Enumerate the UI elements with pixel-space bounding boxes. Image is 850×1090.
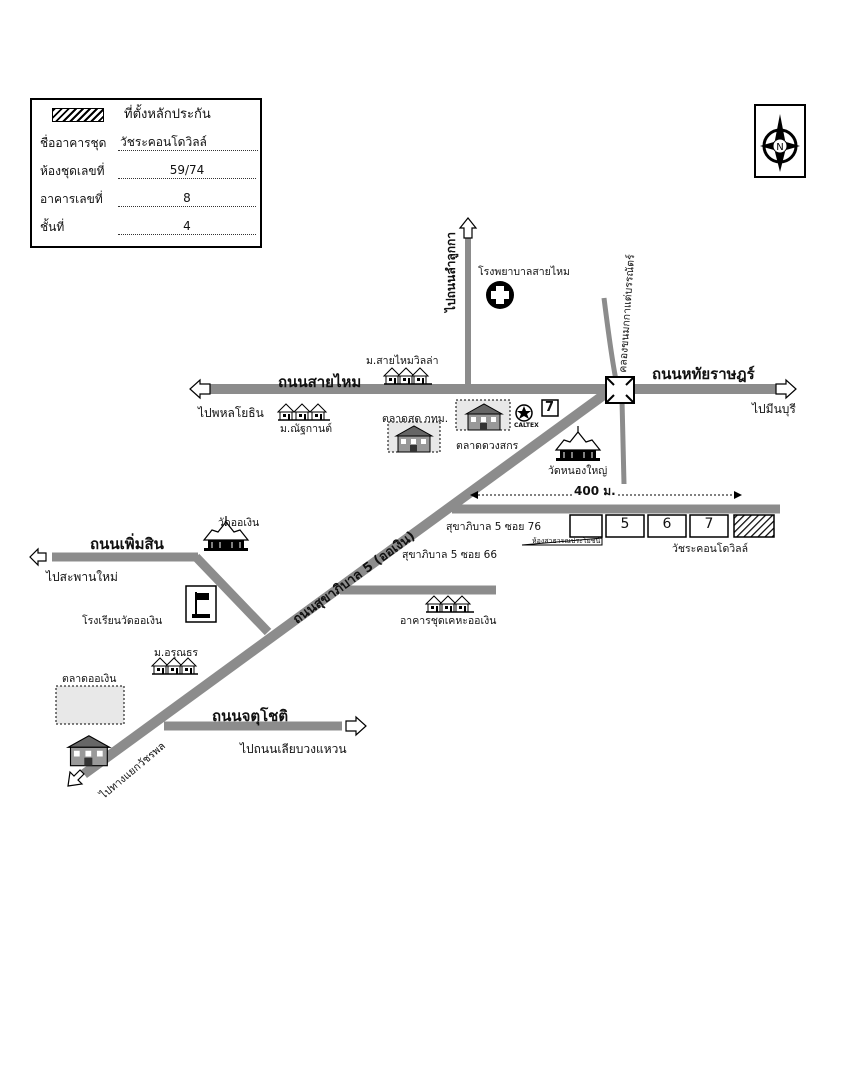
nanthakan-icon	[277, 403, 330, 421]
direction-to-ring-road: ไปถนนเลียบวงแหวน	[240, 742, 347, 756]
landmark-caltex: CALTEX	[514, 422, 539, 429]
compass-box: N	[754, 104, 806, 178]
legend-key: ชั้นที่	[40, 220, 65, 234]
legend-row: ชั้นที่ 4	[32, 218, 260, 238]
legend-box: ที่ตั้งหลักประกัน ชื่ออาคารชุด วัชระคอนโ…	[30, 98, 262, 248]
building-6-label: 6	[662, 516, 672, 532]
legend-row: ห้องชุดเลขที่ 59/74	[32, 162, 260, 182]
hospital-icon	[486, 281, 514, 309]
road-label-phoem-sin: ถนนเพิ่มสิน	[90, 535, 164, 553]
building-5-box	[605, 514, 645, 538]
landmark-watchara-condo: วัชระคอนโดวิลล์	[672, 543, 749, 555]
direction-to-min-buri: ไปมีนบุรี	[752, 402, 796, 416]
collateral-building-box	[733, 514, 775, 538]
housing-icon	[425, 595, 474, 613]
legend-value: 4	[118, 218, 256, 235]
seven-eleven-icon	[541, 399, 559, 417]
intersection-icon	[605, 376, 635, 404]
dimension-arrow-left-icon	[470, 491, 478, 499]
utility-room-box	[569, 514, 603, 538]
legend-row: ชื่ออาคารชุด วัชระคอนโดวิลล์	[32, 134, 260, 154]
landmark-o-ngoen-housing: อาคารชุดเคหะออเงิน	[400, 615, 497, 627]
sai-mai-villa-icon	[383, 367, 432, 385]
landmark-duangsakorn-market: ตลาดดวงสกร	[456, 440, 519, 452]
building-5-label: 5	[620, 516, 630, 532]
arunthon-icon	[151, 657, 198, 675]
landmark-hospital: โรงพยาบาลสายไหม	[478, 266, 570, 278]
landmark-seven-eleven: 7	[545, 400, 555, 415]
legend-key: อาคารเลขที่	[40, 192, 103, 206]
road-canal-north	[601, 297, 619, 381]
landmark-arunthon: ม.อรุณธร	[154, 647, 198, 659]
building-6-box	[647, 514, 687, 538]
direction-arrows	[29, 217, 797, 787]
legend-value: วัชระคอนโดวิลล์	[118, 134, 258, 151]
landmark-wat-o-ngoen-school: โรงเรียนวัดออเงิน	[82, 615, 163, 627]
utility-leader-line	[521, 537, 603, 546]
landmark-wat-o-ngoen: วัดออเงิน	[218, 517, 260, 529]
legend-row: อาคารเลขที่ 8	[32, 190, 260, 210]
collateral-swatch-icon	[52, 108, 104, 122]
wat-nong-yai-icon	[555, 425, 601, 462]
landmark-utility-room: ห้องสาธารณประโยชน์	[532, 537, 601, 545]
road-phoem-sin-link	[192, 553, 272, 636]
roads-layer	[52, 232, 780, 779]
road-label-hathai-rat: ถนนหทัยราษฎร์	[652, 365, 755, 383]
landmark-bma-market: ตลาดสด กทม.	[382, 413, 449, 425]
road-label-chatuchot: ถนนจตุโชติ	[212, 707, 289, 725]
legend-key: ห้องชุดเลขที่	[40, 164, 105, 178]
road-label-soi-76: สุขาภิบาล 5 ซอย 76	[446, 521, 542, 533]
landmark-sai-mai-villa: ม.สายไหมวิลล่า	[366, 355, 439, 367]
arrow-right-icon	[345, 715, 367, 737]
legend-key: ชื่ออาคารชุด	[40, 136, 107, 150]
condo-buildings	[569, 514, 775, 538]
legend-value: 59/74	[118, 162, 256, 179]
arrow-down-left-icon	[67, 769, 85, 787]
direction-to-phahon-yothin: ไปพหลโยธิน	[198, 406, 264, 420]
compass-north-label: N	[776, 142, 783, 153]
road-canal-south	[619, 399, 627, 485]
compass-icon: N	[760, 114, 800, 172]
distance-label: 400 ม.	[572, 482, 618, 501]
arrow-up-icon	[458, 217, 478, 239]
duangsakorn-market-icon	[455, 399, 511, 431]
arrow-right-icon	[775, 378, 797, 400]
building-7-box	[689, 514, 729, 538]
direction-to-saphan-mai: ไปสะพานใหม่	[46, 570, 118, 584]
road-label-sai-mai: ถนนสายไหม	[278, 373, 362, 391]
o-ngoen-market-icon	[55, 685, 125, 767]
legend-title: ที่ตั้งหลักประกัน	[124, 107, 211, 122]
landmark-nanthakan: ม.ณัฐกานต์	[280, 423, 333, 435]
school-flag-icon	[185, 585, 217, 623]
dimension-arrow-right-icon	[734, 491, 742, 499]
caltex-icon	[515, 404, 533, 422]
bma-market-icon	[387, 421, 441, 453]
arrow-left-icon	[189, 378, 211, 400]
road-label-lam-luk-ka: ไปถนนลำลูกกา	[444, 231, 458, 312]
road-sukhapiban5	[81, 384, 615, 779]
landmark-o-ngoen-market: ตลาดออเงิน	[62, 673, 117, 685]
legend-value: 8	[118, 190, 256, 207]
building-7-label: 7	[704, 516, 714, 532]
road-label-soi-66: สุขาภิบาล 5 ซอย 66	[402, 549, 498, 561]
landmark-wat-nong-yai: วัดหนองใหญ่	[548, 465, 608, 477]
arrow-left-icon	[29, 547, 47, 567]
